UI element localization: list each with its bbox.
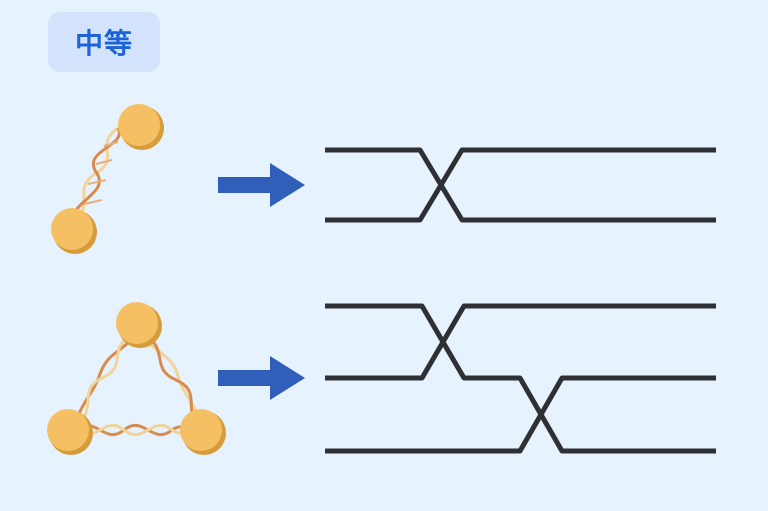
strand — [325, 147, 716, 223]
strand — [325, 303, 716, 381]
node — [47, 409, 93, 455]
helix-bond — [72, 332, 138, 428]
strand — [325, 375, 716, 454]
three-strand-braid — [325, 303, 716, 454]
node — [180, 409, 226, 455]
three-node-molecule — [47, 302, 226, 455]
two-strand-braid — [325, 147, 716, 223]
node — [118, 104, 164, 150]
difficulty-label: 中等 — [74, 27, 133, 60]
strand — [325, 147, 716, 223]
difficulty-badge: 中等 — [48, 12, 160, 72]
helix-bond — [71, 126, 121, 226]
arrow-right-icon — [218, 163, 305, 207]
node — [51, 208, 97, 254]
strand — [325, 303, 716, 454]
two-node-molecule — [51, 104, 164, 254]
arrow-right-icon — [218, 356, 305, 400]
node — [116, 302, 162, 348]
